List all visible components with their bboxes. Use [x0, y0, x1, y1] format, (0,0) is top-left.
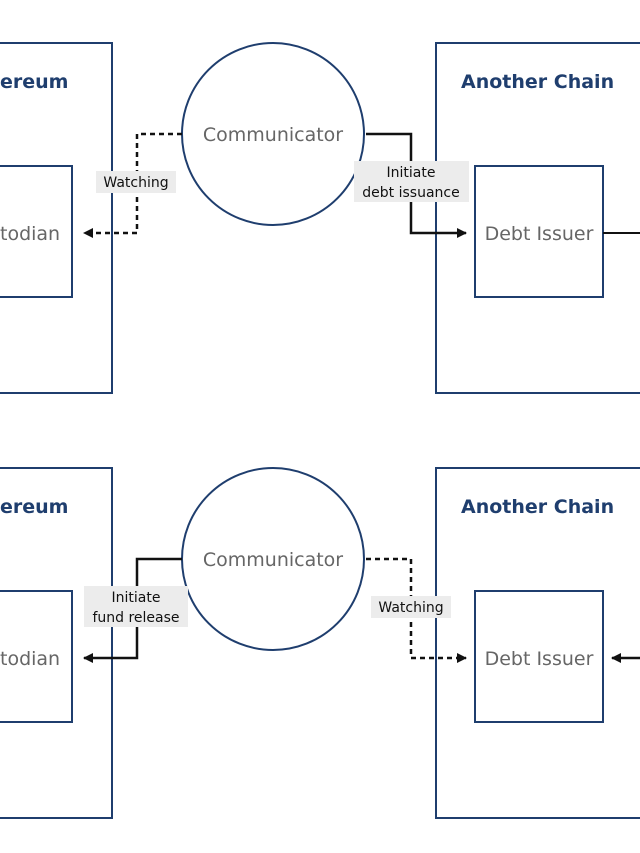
bottom-panel: ereum todian Another Chain Debt Issuer C…	[0, 467, 640, 819]
bottom-watching-label: Watching	[378, 600, 443, 616]
bottom-communicator-label: Communicator	[203, 549, 343, 571]
top-watching-label: Watching	[103, 175, 168, 191]
top-custodian-label: todian	[0, 223, 60, 245]
top-initiate-debt-label-line1: Initiate	[387, 165, 436, 181]
bottom-left-chain-box	[0, 467, 113, 819]
bottom-initiate-fund-label-line1: Initiate	[112, 590, 161, 606]
top-watching-label-bg	[96, 171, 176, 193]
top-left-chain-box	[0, 42, 113, 394]
top-initiate-debt-label-line2: debt issuance	[362, 185, 459, 201]
bottom-left-chain-title: ereum	[0, 496, 68, 518]
top-debt-issuer-label: Debt Issuer	[485, 223, 594, 245]
bottom-initiate-fund-label-bg	[84, 586, 188, 627]
bottom-custodian-box	[0, 590, 73, 723]
top-debt-issuer-box	[474, 165, 604, 298]
top-initiate-debt-label-bg	[354, 161, 469, 202]
bottom-debt-issuer-box	[474, 590, 604, 723]
top-right-chain-title: Another Chain	[461, 71, 614, 93]
bottom-custodian-label: todian	[0, 648, 60, 670]
bottom-right-chain-title: Another Chain	[461, 496, 614, 518]
top-right-chain-box	[435, 42, 640, 394]
top-left-chain-title: ereum	[0, 71, 68, 93]
bottom-debt-issuer-label: Debt Issuer	[485, 648, 594, 670]
bottom-initiate-fund-label-line2: fund release	[92, 610, 179, 626]
top-custodian-box	[0, 165, 73, 298]
top-communicator-label: Communicator	[203, 124, 343, 146]
bottom-right-chain-box	[435, 467, 640, 819]
top-panel: ereum todian Another Chain Debt Issuer C…	[0, 42, 640, 394]
bottom-watching-label-bg	[371, 596, 451, 618]
